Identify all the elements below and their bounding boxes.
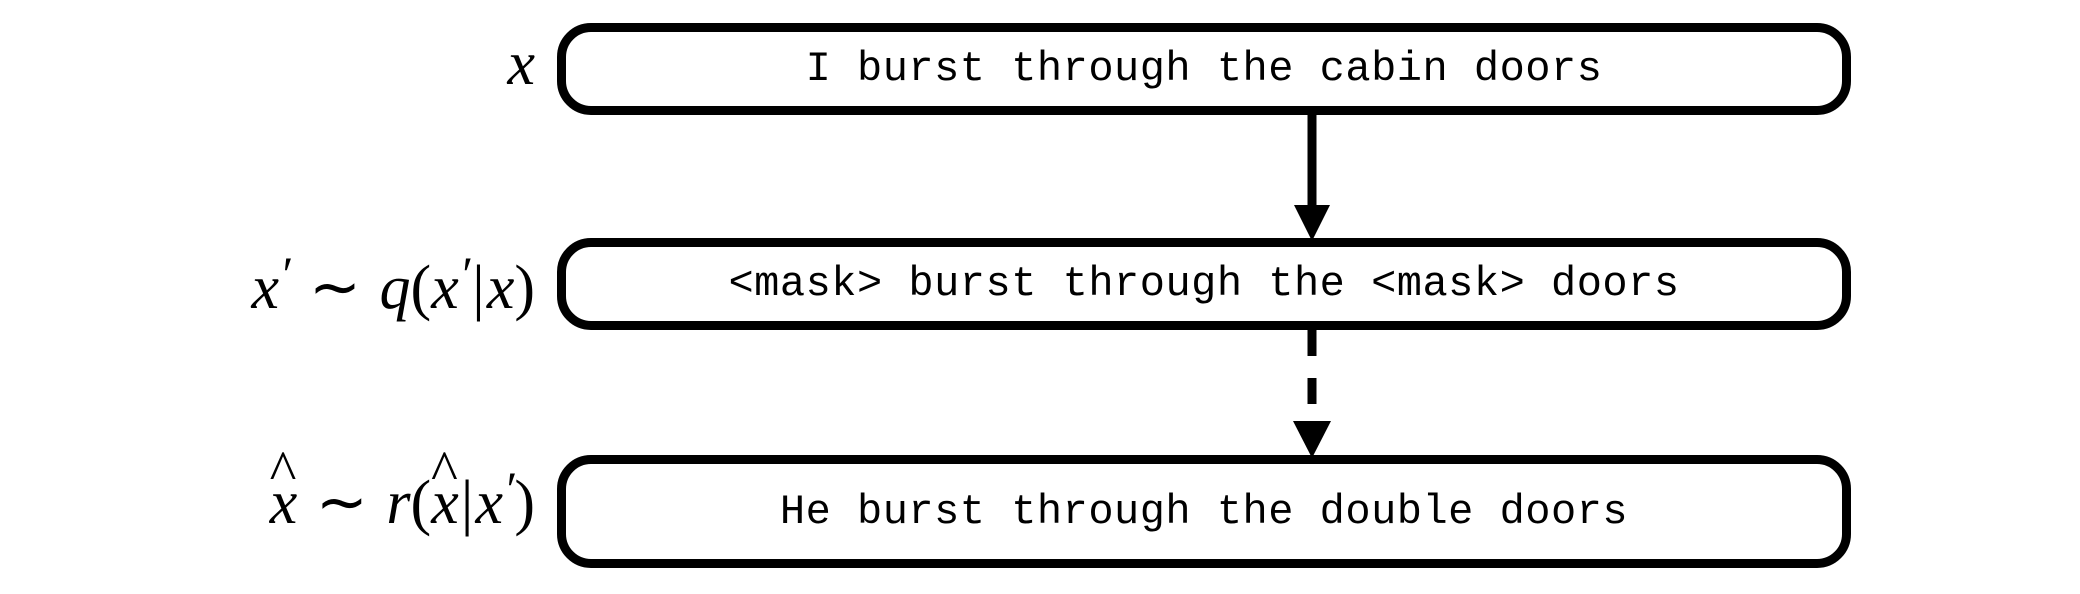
paren-open: ( — [410, 253, 432, 322]
prime-accent: ′ — [459, 247, 471, 302]
math-argument-x-hat: ^x — [431, 440, 459, 537]
math-condition-x-prime: x′ — [475, 462, 515, 537]
math-sim-operator: ∼ — [315, 468, 368, 537]
row-label-x: x — [15, 33, 535, 95]
math-variable-x: x — [507, 30, 535, 98]
paren-close: ) — [514, 253, 535, 322]
paren-open: ( — [410, 468, 432, 537]
hat-accent: ^ — [269, 440, 297, 504]
conditional-bar: | — [472, 253, 485, 322]
sentence-box-source: I burst through the cabin doors — [557, 23, 1851, 115]
sentence-box-masked: <mask> burst through the <mask> doors — [557, 238, 1851, 330]
sentence-text-masked: <mask> burst through the <mask> doors — [728, 260, 1680, 308]
math-sim-operator: ∼ — [309, 253, 361, 322]
math-variable-x-prime: x′ — [251, 247, 291, 322]
math-condition-x: x — [486, 253, 515, 322]
sentence-box-reconstructed: He burst through the double doors — [557, 455, 1851, 568]
math-argument-x-prime: x′ — [431, 247, 471, 322]
prime-accent: ′ — [503, 462, 515, 517]
math-variable-x-hat: ^x — [269, 440, 298, 537]
prime-accent: ′ — [279, 247, 291, 302]
arrow-down-solid-icon — [1288, 113, 1336, 241]
hat-accent: ^ — [431, 440, 458, 504]
row-label-x-prime-given-x: x′∼q(x′|x) — [15, 250, 535, 319]
row-label-x-hat-given-x-prime: ^x∼r(^x|x′) — [15, 440, 535, 537]
sentence-text-source: I burst through the cabin doors — [805, 45, 1603, 93]
math-function-q: q — [379, 253, 411, 322]
conditional-bar: | — [460, 468, 474, 537]
paren-close: ) — [514, 468, 535, 537]
arrow-down-dashed-icon — [1288, 328, 1336, 458]
sentence-text-reconstructed: He burst through the double doors — [779, 487, 1629, 536]
math-function-r: r — [386, 468, 411, 537]
